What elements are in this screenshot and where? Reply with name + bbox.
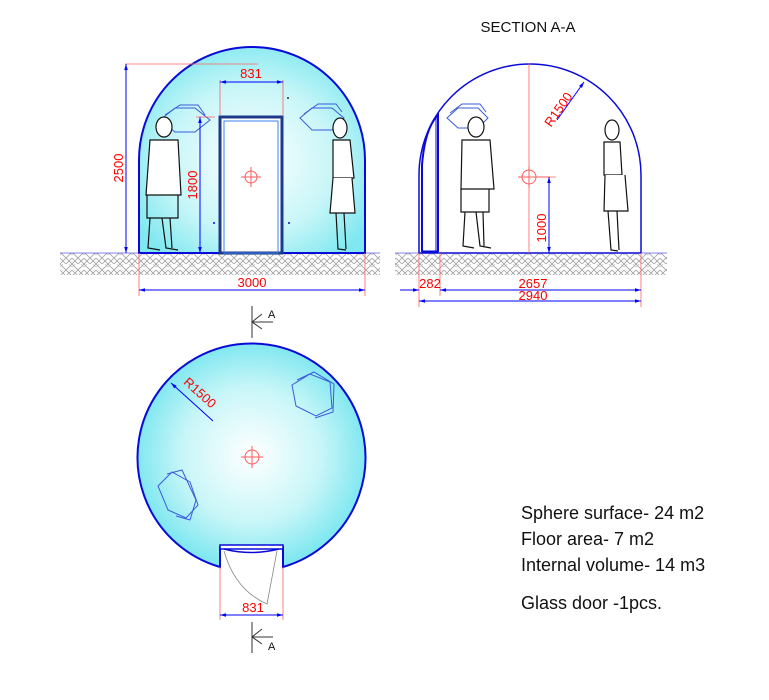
dim-radius-r1500: R1500 xyxy=(541,89,575,129)
window-icon xyxy=(291,371,335,419)
spec-glass-door: Glass door -1pcs. xyxy=(521,593,663,613)
entry-vestibule xyxy=(421,112,439,252)
section-arrow-bottom-icon xyxy=(251,622,273,653)
window-icon xyxy=(159,104,211,133)
dim-height-2500: 2500 xyxy=(111,154,126,183)
man-figure xyxy=(145,116,182,251)
window-icon xyxy=(299,103,345,131)
dimension-lines xyxy=(124,63,366,296)
spec-sphere-surface: Sphere surface- 24 m2 xyxy=(521,503,705,523)
section-title: SECTION A-A xyxy=(480,19,575,36)
dim-center-height-1000: 1000 xyxy=(534,214,549,243)
plan-view: A R1500 831 xyxy=(136,306,367,653)
dim-total-span-2940: 2940 xyxy=(519,288,548,303)
dim-entry-282: 282 xyxy=(419,276,441,291)
woman-figure xyxy=(603,119,629,252)
section-arrow-top-icon xyxy=(251,306,273,338)
section-aa: SECTION A-A xyxy=(395,19,667,307)
dim-width-3000: 3000 xyxy=(238,275,267,290)
dim-door-width-831: 831 xyxy=(240,66,262,81)
spec-internal-volume: Internal volume- 14 m3 xyxy=(521,555,706,575)
window-icon xyxy=(446,103,489,129)
front-elevation: 2500 1800 831 3000 xyxy=(60,46,380,296)
center-mark-icon xyxy=(241,446,263,468)
ground-hatch xyxy=(60,253,380,275)
ground-hatch xyxy=(395,253,667,275)
window-icon xyxy=(157,469,199,521)
door-swing xyxy=(223,550,278,605)
dim-door-width-831: 831 xyxy=(242,600,264,615)
center-mark-icon xyxy=(241,167,261,187)
door-threshold xyxy=(219,544,284,550)
woman-figure xyxy=(329,117,356,251)
section-marker-bottom: A xyxy=(268,641,276,653)
dim-inner-span-2657: 2657 xyxy=(519,276,548,291)
specs-block: Sphere surface- 24 m2 Floor area- 7 m2 I… xyxy=(521,500,705,616)
spec-floor-area: Floor area- 7 m2 xyxy=(521,529,655,549)
dim-door-height-1800: 1800 xyxy=(185,171,200,200)
section-marker-top: A xyxy=(268,309,276,321)
man-figure xyxy=(460,116,495,249)
